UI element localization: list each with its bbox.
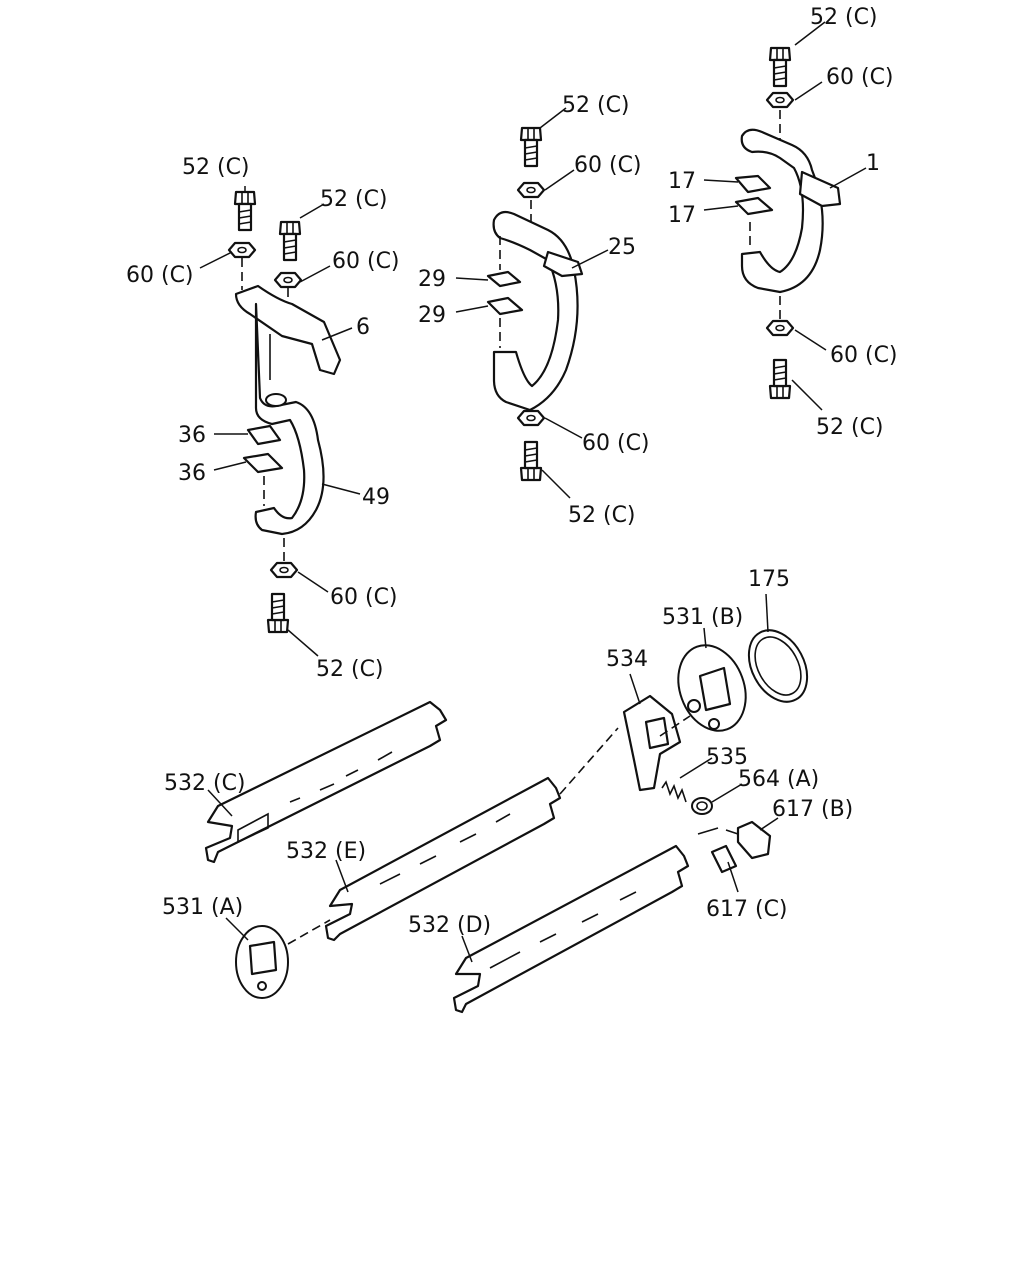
label-534: 534 [606,647,648,672]
washer-60c [227,241,257,259]
washer-564a [691,797,713,815]
pad-17-lower [734,196,774,216]
label-617b: 617 (B) [772,797,853,822]
label-60c: 60 (C) [830,343,898,368]
bracket-6 [234,284,342,376]
label-60c: 60 (C) [332,249,400,274]
pad-29-lower [486,296,524,316]
bolt-52c [266,592,290,634]
bolt-52c [233,190,257,232]
bolt-52c [519,440,543,482]
label-532d: 532 (D) [408,913,491,938]
label-617c: 617 (C) [706,897,788,922]
label-52c: 52 (C) [562,93,630,118]
label-60c: 60 (C) [582,431,650,456]
label-52c: 52 (C) [320,187,388,212]
fork-assembly-25 [486,126,584,482]
label-6: 6 [356,315,370,340]
label-29: 29 [418,303,446,328]
fork-assembly-49 [227,190,342,634]
washer-60c [273,271,303,289]
pad-17-upper [734,174,772,194]
label-175: 175 [748,567,790,592]
rail-assembly [204,629,809,1014]
label-564a: 564 (A) [738,767,819,792]
fork-tab-icon [542,250,584,278]
label-52c: 52 (C) [316,657,384,682]
label-1: 1 [866,151,880,176]
pad-36-lower [242,452,284,474]
label-531b: 531 (B) [662,605,743,630]
label-36: 36 [178,461,206,486]
label-52c: 52 (C) [810,5,878,30]
pad-36-upper [246,424,282,446]
label-52c: 52 (C) [816,415,884,440]
label-25: 25 [608,235,636,260]
fork-tab-icon [798,170,842,208]
label-17: 17 [668,203,696,228]
label-60c: 60 (C) [574,153,642,178]
label-17: 17 [668,169,696,194]
label-532e: 532 (E) [286,839,366,864]
washer-60c [516,409,546,427]
part-labels: 52 (C) 60 (C) 1 17 17 60 (C) 52 (C) 52 (… [126,5,898,938]
bolt-52c [768,46,792,88]
label-531a: 531 (A) [162,895,243,920]
label-532c: 532 (C) [164,771,246,796]
washer-60c [269,561,299,579]
label-60c: 60 (C) [826,65,894,90]
label-52c: 52 (C) [182,155,250,180]
label-60c: 60 (C) [126,263,194,288]
fork-assembly-1 [734,46,842,400]
plug-617c [710,844,738,874]
label-60c: 60 (C) [330,585,398,610]
shift-rail-532c [204,700,448,864]
spring-535 [661,780,687,803]
leader-lines [199,21,867,963]
shift-fork-49 [254,302,325,536]
bolt-52c [519,126,543,168]
bolt-52c [768,358,792,400]
label-52c: 52 (C) [568,503,636,528]
shift-rail-532d [452,844,690,1014]
washer-60c [765,91,795,109]
pad-29-upper [486,270,522,288]
label-36: 36 [178,423,206,448]
washer-60c [516,181,546,199]
bolt-52c [278,220,302,262]
plug-617b [736,820,772,860]
label-29: 29 [418,267,446,292]
label-535: 535 [706,745,748,770]
shift-fork-1 [740,128,824,294]
snap-ring-175 [747,629,809,703]
label-49: 49 [362,485,390,510]
washer-60c [765,319,795,337]
